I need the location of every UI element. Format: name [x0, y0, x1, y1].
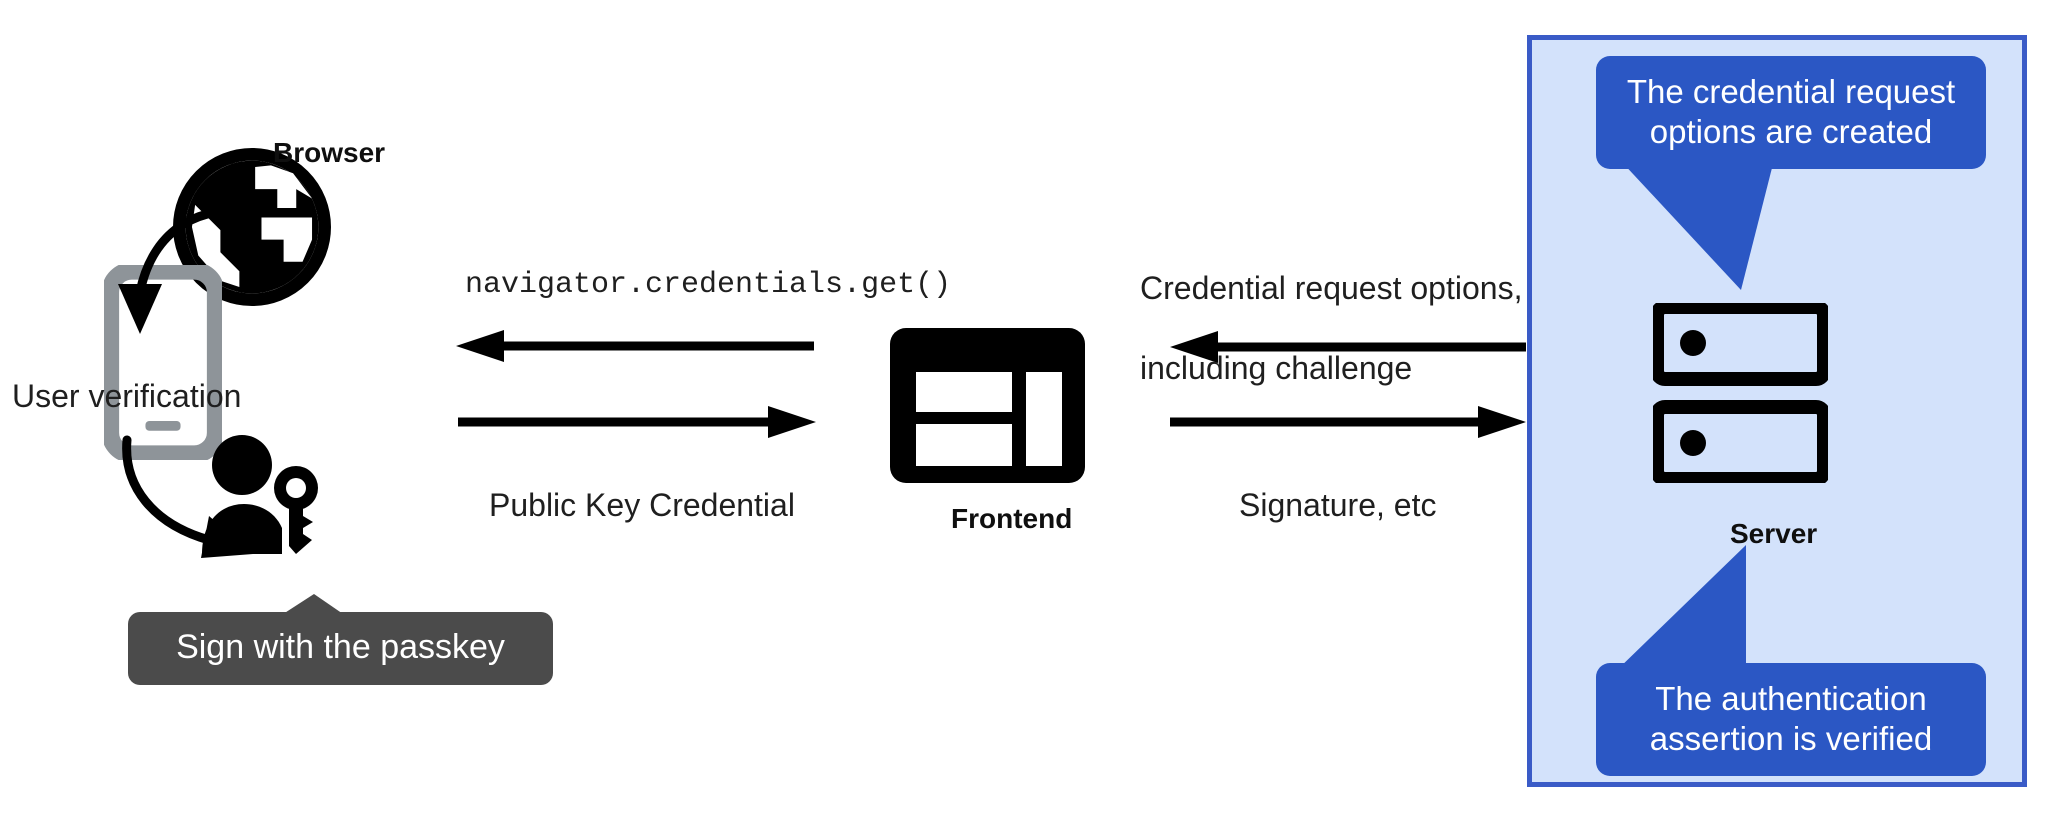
- tooltip-pointer: [128, 594, 553, 616]
- smartphone-icon: [104, 265, 222, 460]
- arrow-left-icon: [456, 330, 816, 362]
- callout-top-line2: options are created: [1649, 113, 1933, 151]
- arrow-right-icon: [456, 406, 816, 438]
- frontend-label: Frontend: [951, 503, 1073, 534]
- navigator-credentials-get-label: navigator.credentials.get(): [465, 268, 952, 302]
- public-key-credential-label: Public Key Credential: [489, 487, 795, 523]
- callout-bottom-line2: assertion is verified: [1649, 720, 1933, 758]
- callout-top-tail: [1596, 160, 1896, 300]
- arrow-left-icon: [1170, 331, 1526, 363]
- dashboard-layout-icon: [890, 328, 1085, 483]
- arrow-right-icon: [1170, 406, 1526, 438]
- sign-with-passkey-tooltip: Sign with the passkey: [128, 612, 553, 685]
- credential-request-options-label: Credential request options, including ch…: [1140, 228, 1522, 428]
- server-label: Server: [1730, 518, 1818, 549]
- user-verification-label: User verification: [12, 378, 242, 414]
- curved-arrow-down-icon: [96, 200, 256, 360]
- browser-label: Browser: [273, 137, 386, 168]
- credential-request-created-callout: The credential request options are creat…: [1596, 56, 1986, 169]
- callout-top-line1: The credential request: [1626, 73, 1956, 110]
- callout-bottom-tail: [1596, 545, 1896, 675]
- callout-bottom-line1: The authentication: [1655, 680, 1927, 717]
- person-with-key-icon: [196, 430, 326, 562]
- server-rack-icon: [1653, 303, 1828, 483]
- authentication-assertion-verified-callout: The authentication assertion is verified: [1596, 663, 1986, 776]
- signature-etc-label: Signature, etc: [1239, 487, 1437, 523]
- credential-request-options-line1: Credential request options,: [1140, 270, 1523, 306]
